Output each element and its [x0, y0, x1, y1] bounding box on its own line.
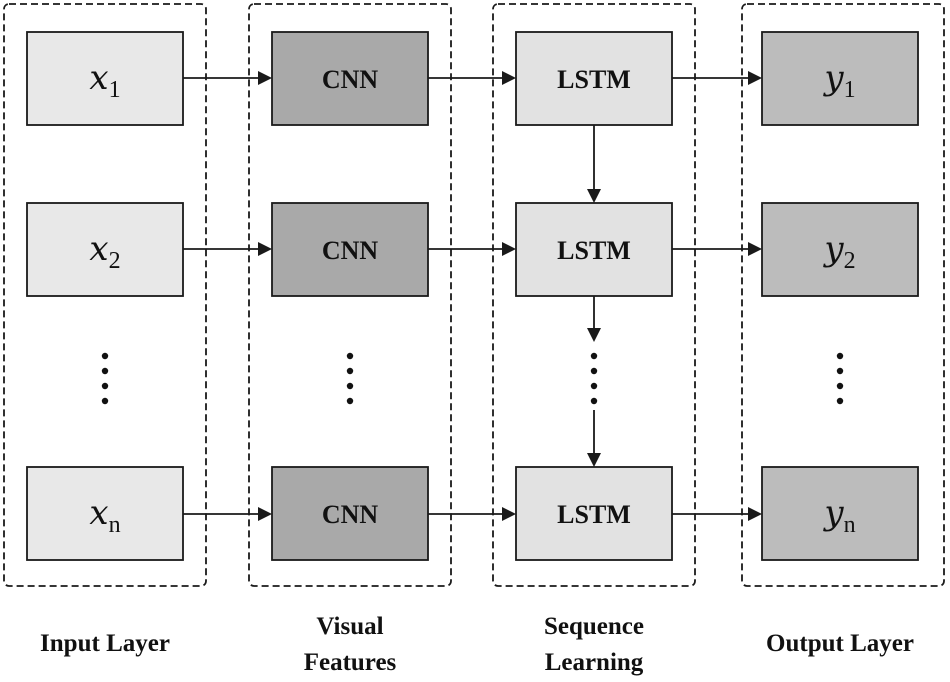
input-layer-label: Input Layer [40, 630, 170, 657]
output-2-var: y [822, 229, 844, 269]
output-node-1 [761, 31, 919, 126]
cnn-node-n-label: CNN [322, 500, 379, 529]
input-1-sub: 1 [109, 77, 121, 103]
lstm-node-2-label: LSTM [557, 236, 631, 265]
lstm-node-n-label: LSTM [557, 500, 631, 529]
output-n-var: y [822, 493, 844, 533]
input-node-2-label: x2 [89, 229, 120, 274]
output-node-n-label: yn [822, 493, 855, 538]
input-2-var: x [89, 229, 108, 269]
input-n-var: x [89, 493, 108, 533]
cnn-ellipsis [346, 352, 354, 405]
input-node-n [26, 466, 184, 561]
sequence-learning-frame [492, 3, 696, 587]
input-1-var: x [89, 58, 108, 98]
lstm-node-2 [515, 202, 673, 297]
output-layer-frame [741, 3, 945, 587]
arrow-lstm2-to-output2-head [748, 242, 762, 256]
output-node-2 [761, 202, 919, 297]
cnn-node-1-label: CNN [322, 65, 379, 94]
visual-features-label-line2: Features [304, 649, 397, 676]
arrow-input2-to-cnn2-head [258, 242, 272, 256]
output-node-n [761, 466, 919, 561]
lstm-node-1-label: LSTM [557, 65, 631, 94]
sequence-learning-label-line1: Sequence [544, 613, 644, 640]
arrow-lstmn-to-outputn-head [748, 507, 762, 521]
arrow-cnn1-to-lstm1-head [502, 71, 516, 85]
arrow-cnnn-to-lstmn-head [502, 507, 516, 521]
lstm-node-n [515, 466, 673, 561]
output-2-sub: 2 [844, 248, 856, 274]
input-node-1-label: x1 [89, 58, 120, 103]
visual-features-label-line1: Visual [316, 613, 383, 640]
arrow-lstm1-to-lstm2-head [587, 189, 601, 203]
arrow-lstm1-to-output1-head [748, 71, 762, 85]
arrow-dots-to-lstmn-head [587, 453, 601, 467]
arrow-inputn-to-cnnn-head [258, 507, 272, 521]
lstm-ellipsis [590, 352, 598, 405]
visual-features-frame [248, 3, 452, 587]
arrow-cnn2-to-lstm2-head [502, 242, 516, 256]
output-n-sub: n [844, 512, 856, 538]
input-2-sub: 2 [109, 248, 121, 274]
output-1-sub: 1 [844, 77, 856, 103]
input-node-n-label: xn [89, 493, 120, 538]
input-n-sub: n [109, 512, 121, 538]
cnn-node-2-label: CNN [322, 236, 379, 265]
output-node-2-label: y2 [822, 229, 855, 274]
output-ellipsis [836, 352, 844, 405]
input-node-1 [26, 31, 184, 126]
cnn-node-n [271, 466, 429, 561]
arrow-lstm2-to-dots-head [587, 328, 601, 342]
output-node-1-label: y1 [822, 58, 855, 103]
output-layer-label: Output Layer [766, 630, 914, 657]
arrow-input1-to-cnn1-head [258, 71, 272, 85]
input-node-2 [26, 202, 184, 297]
output-1-var: y [822, 58, 844, 98]
sequence-learning-label-line2: Learning [545, 649, 644, 676]
input-layer-frame [3, 3, 207, 587]
input-ellipsis [101, 352, 109, 405]
